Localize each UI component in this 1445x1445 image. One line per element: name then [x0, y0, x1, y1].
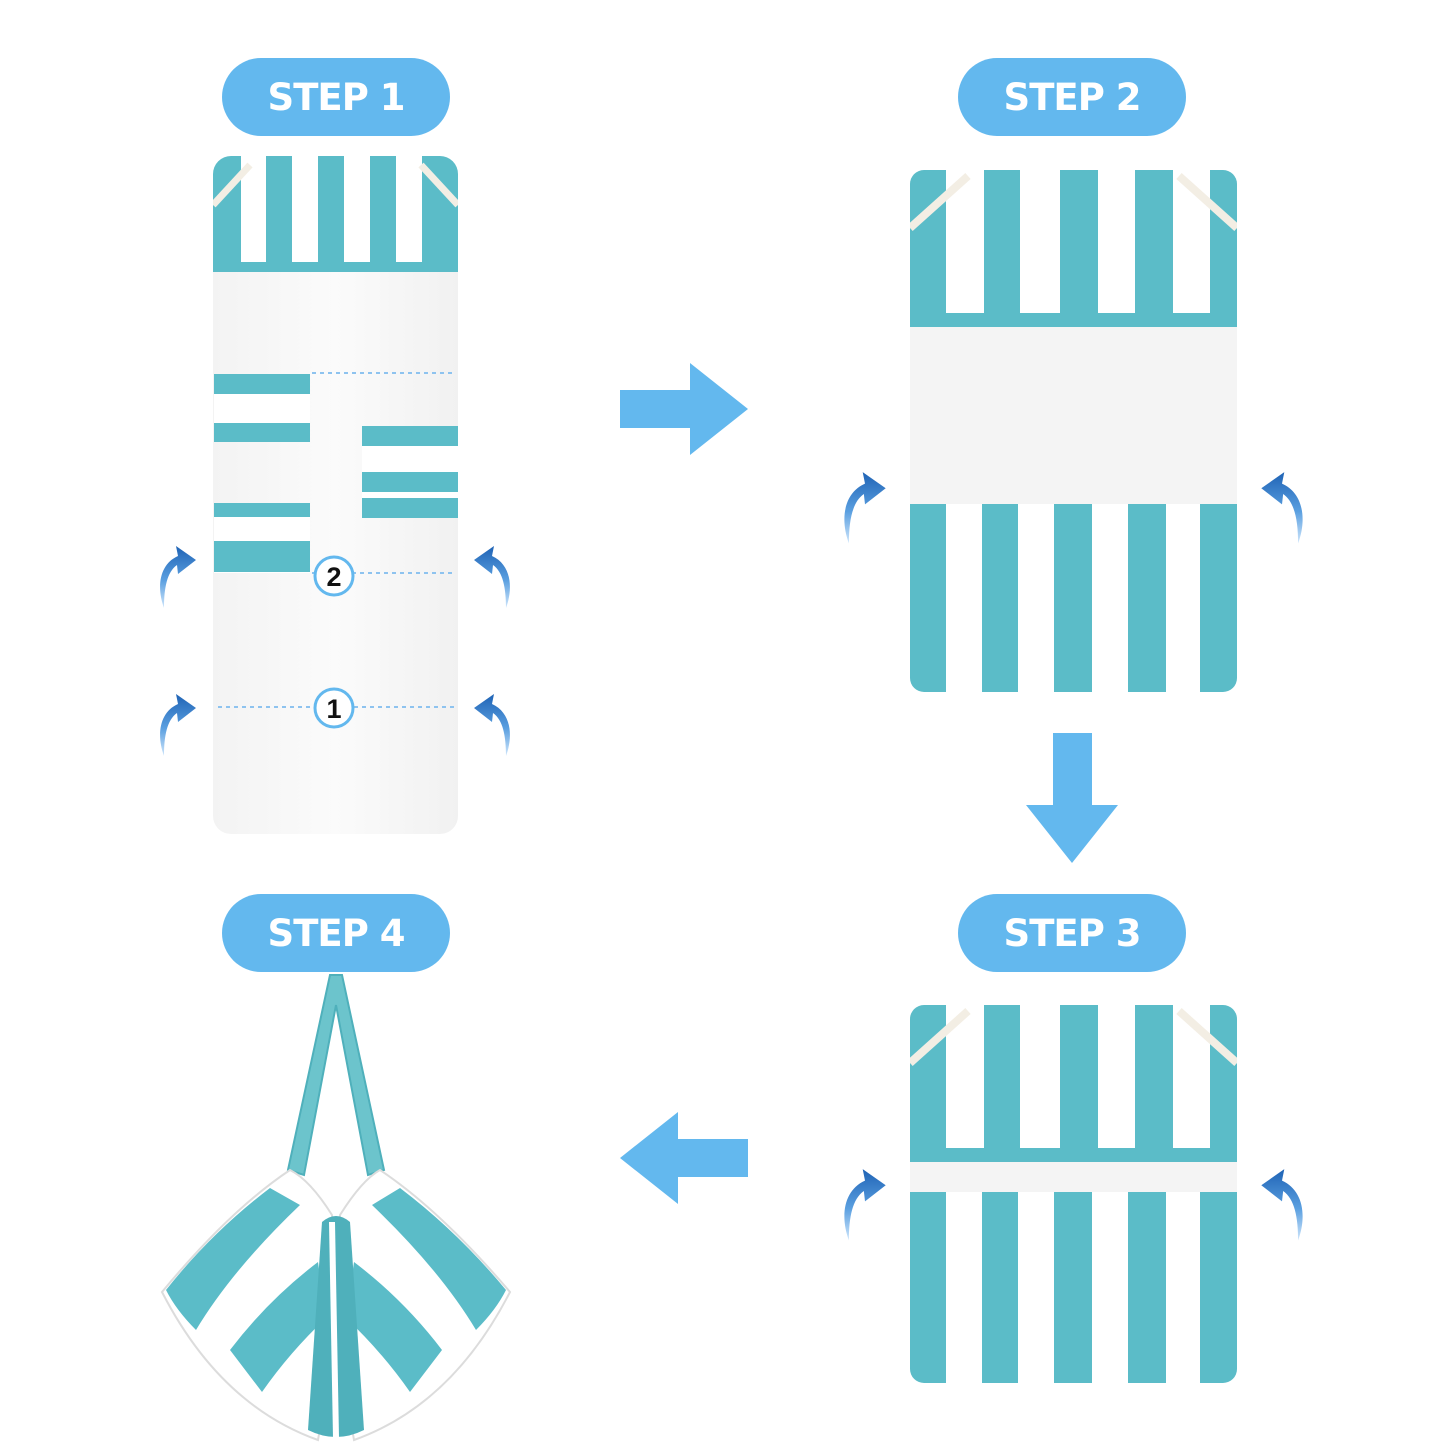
step-1-label: STEP 1 [222, 58, 450, 136]
curl-arrow-icon [474, 694, 510, 756]
curl-arrow-icon [844, 1169, 886, 1241]
curl-arrow-icon [844, 472, 886, 544]
step-3-towel [910, 1005, 1237, 1383]
step-3-label: STEP 3 [958, 894, 1186, 972]
curl-arrow-icon [474, 546, 510, 608]
fold-marker-1: 1 [313, 687, 355, 729]
arrow-down-icon [1026, 733, 1118, 863]
step-2-towel [910, 170, 1237, 692]
curl-arrow-icon [160, 694, 196, 756]
pocket-top-left [214, 374, 310, 442]
fold-marker-1-text: 1 [326, 694, 341, 724]
step-4-label: STEP 4 [222, 894, 450, 972]
arrow-right-icon [620, 363, 748, 455]
fold-marker-2-text: 2 [326, 562, 341, 592]
step-2-label: STEP 2 [958, 58, 1186, 136]
step-1-towel: 2 1 [213, 156, 458, 834]
arrow-left-icon [620, 1112, 748, 1204]
curl-arrow-icon [1261, 472, 1303, 544]
pocket-bottom-left [214, 503, 310, 573]
curl-arrow-icon [1261, 1169, 1303, 1241]
pocket-right [362, 426, 458, 518]
step-4-bag [160, 974, 512, 1442]
curl-arrow-icon [160, 546, 196, 608]
fold-marker-2: 2 [313, 555, 355, 597]
